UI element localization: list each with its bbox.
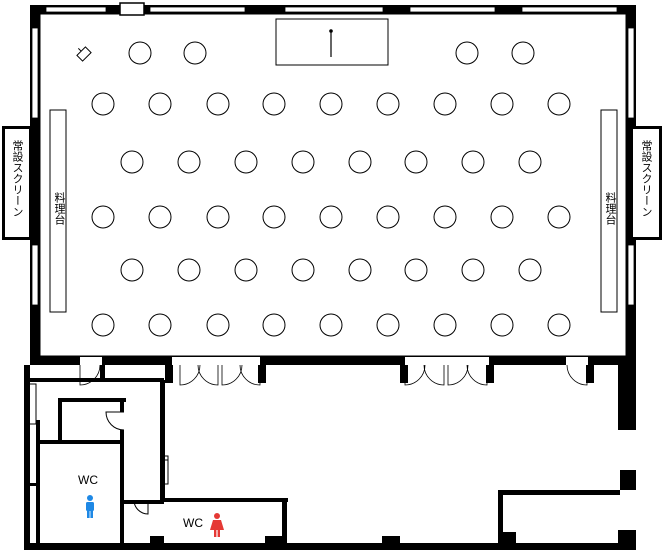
- podium-icon: [76, 46, 92, 62]
- round-table: [376, 205, 400, 229]
- round-table: [404, 150, 428, 174]
- round-table: [547, 313, 571, 337]
- hall-inner: [39, 13, 627, 357]
- round-table: [319, 92, 343, 116]
- round-table: [433, 205, 457, 229]
- counter-left: [49, 109, 67, 313]
- round-table: [262, 313, 286, 337]
- round-table: [511, 41, 535, 65]
- round-table: [183, 41, 207, 65]
- round-table: [455, 41, 479, 65]
- round-table: [547, 92, 571, 116]
- corridor-walls: [24, 365, 636, 550]
- screen-right-label: 常設スクリーン: [640, 140, 653, 217]
- wc-men-label: WC: [78, 473, 98, 487]
- round-table: [177, 258, 201, 282]
- top-windows: [45, 6, 618, 13]
- restroom-thin-lines: [25, 383, 169, 515]
- round-table: [128, 41, 152, 65]
- round-table: [433, 92, 457, 116]
- screen-left-label: 常設スクリーン: [11, 140, 24, 217]
- pillars: [150, 532, 516, 550]
- round-table: [120, 150, 144, 174]
- screen-right: [630, 126, 662, 240]
- woman-icon: [210, 513, 224, 537]
- counter-right-label: 料理台: [604, 192, 617, 225]
- round-table: [234, 258, 258, 282]
- round-table: [91, 92, 115, 116]
- counter-right: [600, 109, 618, 313]
- round-table: [148, 92, 172, 116]
- round-table: [348, 258, 372, 282]
- top-hatch: [119, 2, 145, 16]
- round-table: [490, 92, 514, 116]
- lower-right-walls: [498, 490, 620, 550]
- round-table: [262, 92, 286, 116]
- microphone-icon: [329, 29, 333, 57]
- round-table: [319, 205, 343, 229]
- round-table: [91, 205, 115, 229]
- round-table: [490, 313, 514, 337]
- round-table: [148, 313, 172, 337]
- round-table: [518, 150, 542, 174]
- podium: [275, 18, 389, 66]
- round-table: [518, 258, 542, 282]
- round-table: [490, 205, 514, 229]
- round-table: [433, 313, 457, 337]
- round-table: [376, 313, 400, 337]
- tables: [91, 41, 571, 337]
- round-table: [547, 205, 571, 229]
- round-table: [120, 258, 144, 282]
- round-table: [376, 92, 400, 116]
- round-table: [461, 258, 485, 282]
- wc-women-label: WC: [183, 516, 203, 530]
- round-table: [148, 205, 172, 229]
- round-table: [319, 313, 343, 337]
- round-table: [177, 150, 201, 174]
- round-table: [206, 205, 230, 229]
- hall-doors: [80, 357, 588, 365]
- round-table: [262, 205, 286, 229]
- round-table: [206, 313, 230, 337]
- round-table: [291, 150, 315, 174]
- man-icon: [86, 495, 94, 518]
- round-table: [461, 150, 485, 174]
- round-table: [291, 258, 315, 282]
- round-table: [348, 150, 372, 174]
- screen-left: [2, 126, 32, 240]
- restroom-walls: [24, 378, 288, 550]
- round-table: [404, 258, 428, 282]
- door-posts: [100, 365, 594, 383]
- round-table: [206, 92, 230, 116]
- side-windows: [31, 27, 635, 306]
- round-table: [91, 313, 115, 337]
- round-table: [234, 150, 258, 174]
- counter-left-label: 料理台: [53, 192, 66, 225]
